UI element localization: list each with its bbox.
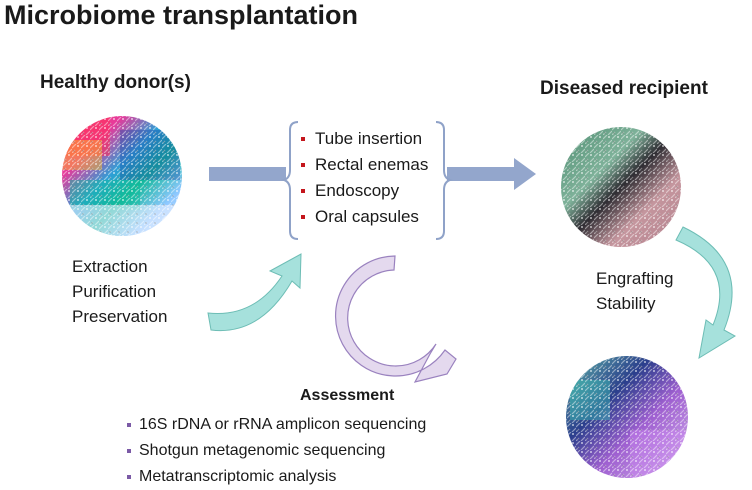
donor-step: Preservation <box>72 307 168 326</box>
recipient-microbiome-icon <box>561 127 681 247</box>
assessment-item: Metatranscriptomic analysis <box>127 464 426 490</box>
engrafted-microbiome-icon <box>566 356 688 478</box>
donor-to-methods-arrow <box>209 167 286 181</box>
method-item: Oral capsules <box>301 204 428 230</box>
assessment-item: 16S rDNA or rRNA amplicon sequencing <box>127 412 426 438</box>
assessment-list: 16S rDNA or rRNA amplicon sequencing Sho… <box>127 412 426 490</box>
preservation-to-methods-arrow <box>207 253 302 332</box>
method-item: Rectal enemas <box>301 152 428 178</box>
method-item: Tube insertion <box>301 126 428 152</box>
methods-bracket <box>280 121 454 240</box>
assessment-heading: Assessment <box>300 387 395 404</box>
recipient-step: Engrafting <box>596 269 674 288</box>
recipient-step: Stability <box>596 294 656 313</box>
donor-step: Purification <box>72 282 157 301</box>
donor-microbiome-icon <box>62 116 182 236</box>
donor-heading: Healthy donor(s) <box>40 72 191 93</box>
delivery-methods: Tube insertion Rectal enemas Endoscopy O… <box>291 120 441 240</box>
page-title: Microbiome transplantation <box>4 0 359 30</box>
method-item: Endoscopy <box>301 178 428 204</box>
assessment-item: Shotgun metagenomic sequencing <box>127 438 426 464</box>
recipient-steps: Engrafting Stability <box>596 266 674 316</box>
donor-steps: Extraction Purification Preservation <box>72 254 167 329</box>
recipient-heading: Diseased recipient <box>540 78 708 99</box>
donor-step: Extraction <box>72 257 148 276</box>
assessment-cycle-arrow <box>334 255 457 383</box>
methods-to-recipient-arrow <box>447 158 536 190</box>
recipient-to-engrafted-arrow <box>675 226 736 360</box>
